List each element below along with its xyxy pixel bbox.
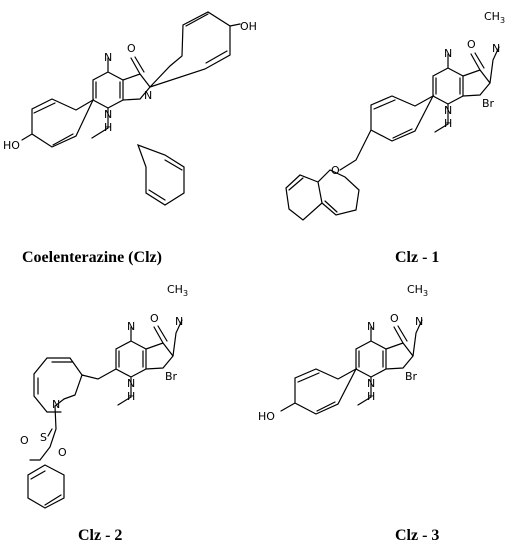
clz1-br-label: Br bbox=[482, 97, 495, 110]
clz1-oxo-label: O bbox=[467, 38, 476, 51]
clz1-methyl-label: CH3 bbox=[484, 10, 505, 25]
clz2-nh-label: N bbox=[127, 377, 135, 390]
clz3-methyl-label: CH3 bbox=[407, 283, 428, 298]
clz3-oxo-label: O bbox=[390, 312, 399, 325]
clz1-h-label: H bbox=[444, 117, 452, 130]
clz1-n-imine-label: N bbox=[492, 42, 500, 55]
clz2-n-imine-label: N bbox=[175, 315, 183, 328]
clz1-methyl-subscript: 3 bbox=[500, 16, 505, 25]
clz3-methyl-text: CH bbox=[407, 283, 423, 296]
clz2-methyl-subscript: 3 bbox=[183, 289, 188, 298]
clz-n-imine-label: N bbox=[144, 89, 152, 102]
clz2-methyl-text: CH bbox=[167, 283, 183, 296]
clz2-o2-label: O bbox=[58, 446, 67, 459]
molecule-clz1: O N N N H CH3 Br O Clz - 1 bbox=[285, 10, 505, 266]
clz2-indole-n-label: N bbox=[52, 398, 60, 411]
molecule-clz3: O N N N H CH3 Br HO Clz - 3 bbox=[258, 283, 439, 544]
clz3-caption: Clz - 3 bbox=[395, 527, 439, 544]
clz-oh-left-label: HO bbox=[3, 139, 20, 152]
clz2-o1-label: O bbox=[20, 434, 29, 447]
clz1-methyl-text: CH bbox=[484, 10, 500, 23]
clz2-oxo-label: O bbox=[150, 312, 159, 325]
clz2-s-label: S bbox=[40, 431, 47, 444]
clz-caption: Coelenterazine (Clz) bbox=[22, 249, 162, 266]
molecule-clz2: O N N N H CH3 Br N S O O Clz - 2 bbox=[20, 283, 188, 544]
clz1-n-bridge-label: N bbox=[444, 47, 452, 60]
clz1-nh-label: N bbox=[444, 104, 452, 117]
clz3-methyl-subscript: 3 bbox=[423, 289, 428, 298]
clz-bonds bbox=[21, 11, 241, 206]
clz3-br-label: Br bbox=[405, 370, 418, 383]
clz3-nh-label: N bbox=[367, 377, 375, 390]
clz2-br-label: Br bbox=[165, 370, 178, 383]
clz3-h-label: H bbox=[367, 390, 375, 403]
clz1-ether-o-label: O bbox=[331, 164, 340, 177]
clz3-n-imine-label: N bbox=[415, 315, 423, 328]
clz2-bonds bbox=[27, 319, 183, 509]
clz1-caption: Clz - 1 bbox=[395, 249, 439, 266]
clz2-n-bridge-label: N bbox=[127, 320, 135, 333]
clz3-bonds bbox=[280, 319, 423, 415]
clz3-n-bridge-label: N bbox=[367, 320, 375, 333]
clz3-oh-left-label: HO bbox=[258, 410, 275, 423]
clz-n-bridge-label: N bbox=[104, 51, 112, 64]
clz-oh-top-label: OH bbox=[240, 20, 257, 33]
clz-oxo-label: O bbox=[127, 42, 136, 55]
molecule-clz: O N N N H OH HO Coelenterazine (Clz) bbox=[3, 11, 257, 266]
clz2-caption: Clz - 2 bbox=[78, 527, 122, 544]
clz2-methyl-label: CH3 bbox=[167, 283, 188, 298]
clz2-h-label: H bbox=[127, 390, 135, 403]
clz-nh-label: N bbox=[104, 108, 112, 121]
clz1-bonds bbox=[285, 46, 500, 221]
clz-h-label: H bbox=[104, 121, 112, 134]
